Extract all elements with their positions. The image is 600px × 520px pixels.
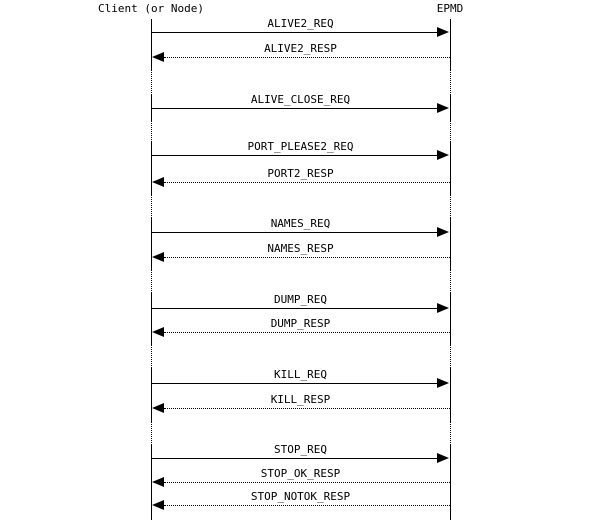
message-label: NAMES_RESP — [267, 242, 334, 255]
arrowhead-left-icon — [152, 327, 164, 337]
arrowhead-right-icon — [437, 378, 449, 388]
message-line — [164, 482, 450, 483]
arrowhead-left-icon — [152, 252, 164, 262]
lifeline-segment — [151, 95, 152, 120]
message-line — [164, 332, 450, 333]
lifeline-segment — [151, 345, 152, 368]
lifeline-segment — [151, 19, 152, 70]
lifeline-segment — [450, 19, 451, 70]
lifeline-segment — [450, 142, 451, 195]
actor-label-epmd: EPMD — [436, 2, 464, 15]
message-line — [151, 108, 437, 109]
lifeline-segment — [450, 70, 451, 95]
arrowhead-right-icon — [437, 227, 449, 237]
message-line — [164, 57, 450, 58]
message-line — [151, 32, 437, 33]
message-line — [151, 308, 437, 309]
arrowhead-right-icon — [437, 303, 449, 313]
message-label: DUMP_REQ — [274, 293, 327, 306]
message-line — [151, 232, 437, 233]
message-label: NAMES_REQ — [270, 217, 331, 230]
lifeline-segment — [151, 142, 152, 195]
message-label: STOP_NOTOK_RESP — [250, 490, 351, 503]
lifeline-segment — [450, 195, 451, 218]
message-line — [151, 155, 437, 156]
lifeline-segment — [450, 218, 451, 270]
message-line — [164, 182, 450, 183]
lifeline-segment — [450, 95, 451, 120]
message-line — [164, 505, 450, 506]
lifeline-segment — [450, 422, 451, 445]
lifeline-segment — [151, 70, 152, 95]
message-label: ALIVE_CLOSE_REQ — [250, 93, 351, 106]
lifeline-segment — [450, 445, 451, 520]
message-label: PORT_PLEASE2_REQ — [247, 140, 354, 153]
arrowhead-left-icon — [152, 477, 164, 487]
actor-label-client: Client (or Node) — [98, 2, 204, 15]
message-label: KILL_REQ — [274, 368, 327, 381]
lifeline-segment — [450, 270, 451, 293]
arrowhead-right-icon — [437, 27, 449, 37]
message-line — [151, 458, 437, 459]
message-label: ALIVE2_REQ — [267, 17, 334, 30]
lifeline-segment — [151, 218, 152, 270]
arrowhead-left-icon — [152, 500, 164, 510]
arrowhead-right-icon — [437, 453, 449, 463]
message-label: ALIVE2_RESP — [264, 42, 337, 55]
lifeline-segment — [450, 293, 451, 345]
arrowhead-left-icon — [152, 52, 164, 62]
message-line — [164, 408, 450, 409]
lifeline-segment — [450, 120, 451, 142]
message-label: DUMP_RESP — [270, 317, 331, 330]
lifeline-segment — [151, 293, 152, 345]
lifeline-segment — [151, 368, 152, 422]
lifeline-segment — [151, 445, 152, 520]
arrowhead-left-icon — [152, 177, 164, 187]
lifeline-segment — [151, 120, 152, 142]
message-line — [151, 383, 437, 384]
message-label: STOP_OK_RESP — [260, 467, 341, 480]
lifeline-segment — [450, 345, 451, 368]
arrowhead-right-icon — [437, 150, 449, 160]
lifeline-segment — [151, 270, 152, 293]
message-label: PORT2_RESP — [267, 167, 334, 180]
lifeline-segment — [151, 422, 152, 445]
lifeline-segment — [450, 368, 451, 422]
arrowhead-left-icon — [152, 403, 164, 413]
message-label: STOP_REQ — [274, 443, 327, 456]
lifeline-segment — [151, 195, 152, 218]
message-label: KILL_RESP — [270, 393, 331, 406]
arrowhead-right-icon — [437, 103, 449, 113]
message-line — [164, 257, 450, 258]
